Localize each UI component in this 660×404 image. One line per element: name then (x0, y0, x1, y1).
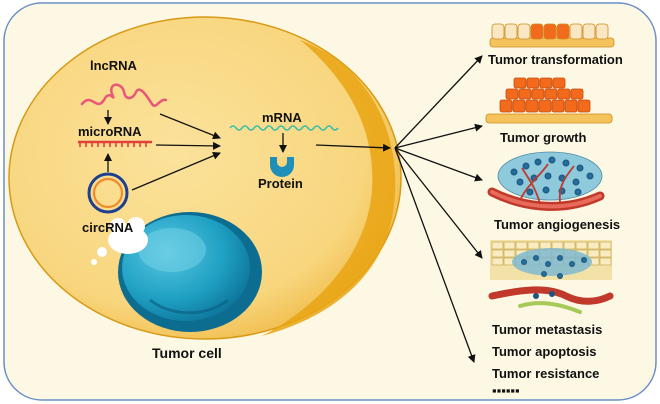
circrna-label: circRNA (82, 220, 134, 235)
lncrna-label: lncRNA (90, 58, 138, 73)
protein-label: Protein (258, 176, 303, 191)
metastasis-illustration (488, 240, 614, 314)
outcome-angiogenesis: Tumor angiogenesis (494, 217, 620, 232)
circrna-to-mrna-arrow (131, 152, 221, 191)
growth-tissue-illustration (485, 77, 613, 124)
outcome-apoptosis: Tumor apoptosis (492, 344, 596, 359)
mrna-strand (229, 125, 339, 131)
angiogenesis-illustration (487, 151, 605, 211)
mrna-label: mRNA (262, 110, 302, 125)
outcome-more: ▪▪▪▪▪▪ (492, 383, 520, 398)
outcome-growth: Tumor growth (500, 130, 586, 145)
microrna-label: microRNA (78, 124, 142, 139)
outcome-transformation: Tumor transformation (488, 52, 623, 67)
microrna-strand (78, 140, 152, 147)
lncrna-strand (80, 83, 168, 107)
lncrna-to-mrna-arrow (159, 113, 221, 140)
cell-rim (262, 40, 396, 336)
thought-bubbles (91, 217, 148, 265)
outcome-metastasis: Tumor metastasis (492, 322, 602, 337)
circrna-ring (87, 172, 129, 214)
cell-title: Tumor cell (152, 345, 222, 361)
fanout-arrows (315, 55, 483, 363)
microrna-to-mrna-arrow (155, 141, 221, 150)
nucleus (118, 212, 262, 332)
outcome-resistance: Tumor resistance (492, 366, 599, 381)
transformation-tissue-illustration (489, 23, 615, 48)
